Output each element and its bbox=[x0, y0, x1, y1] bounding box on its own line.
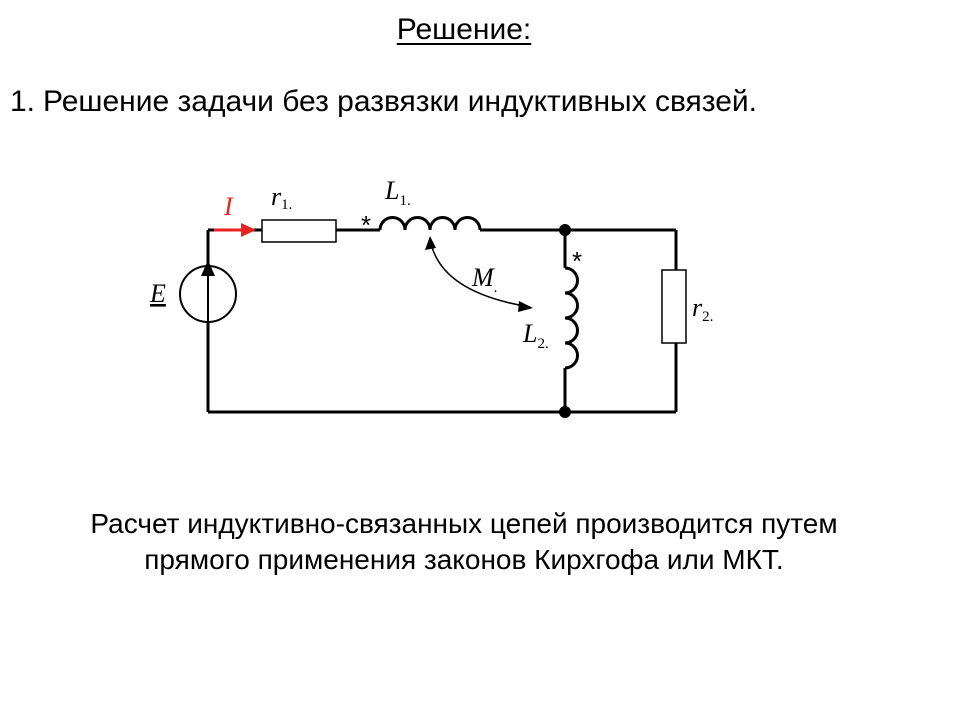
source-arrow-icon bbox=[201, 260, 215, 276]
r1-label: r1. bbox=[271, 182, 292, 213]
l2-label: L2. bbox=[522, 319, 549, 352]
l1-label: L1. bbox=[384, 176, 411, 209]
inductor-l1 bbox=[378, 216, 482, 231]
voltage-source-e bbox=[179, 260, 237, 323]
polarity-mark-l1: * bbox=[361, 210, 371, 240]
arc-arrow-start-icon bbox=[425, 236, 436, 250]
source-label: E bbox=[149, 279, 166, 308]
current-label: I bbox=[223, 192, 234, 221]
polarity-mark-l2: * bbox=[572, 246, 582, 276]
slide-title: Решение: bbox=[396, 13, 532, 46]
mutual-inductance-arc bbox=[425, 236, 533, 312]
inductor-l2 bbox=[564, 266, 579, 370]
node-top bbox=[559, 224, 571, 236]
conclusion-line-2: прямого применения законов Кирхгофа или … bbox=[144, 544, 784, 575]
arc-arrow-end-icon bbox=[518, 301, 533, 312]
task-point: 1.Решение задачи без развязки индуктивны… bbox=[10, 82, 757, 122]
current-arrow-icon bbox=[241, 223, 256, 237]
circuit-wires bbox=[206, 228, 678, 414]
current-arrow bbox=[214, 223, 256, 237]
task-point-text: Решение задачи без развязки индуктивных … bbox=[43, 85, 757, 118]
conclusion-text: Расчет индуктивно-связанных цепей произв… bbox=[0, 506, 928, 578]
node-bottom bbox=[559, 406, 571, 418]
task-point-number: 1. bbox=[10, 85, 36, 118]
resistor-r2 bbox=[661, 269, 687, 344]
m-label: M. bbox=[471, 263, 497, 296]
r2-label: r2. bbox=[692, 293, 713, 325]
conclusion-line-1: Расчет индуктивно-связанных цепей произв… bbox=[90, 508, 838, 539]
resistor-r1 bbox=[261, 219, 337, 243]
